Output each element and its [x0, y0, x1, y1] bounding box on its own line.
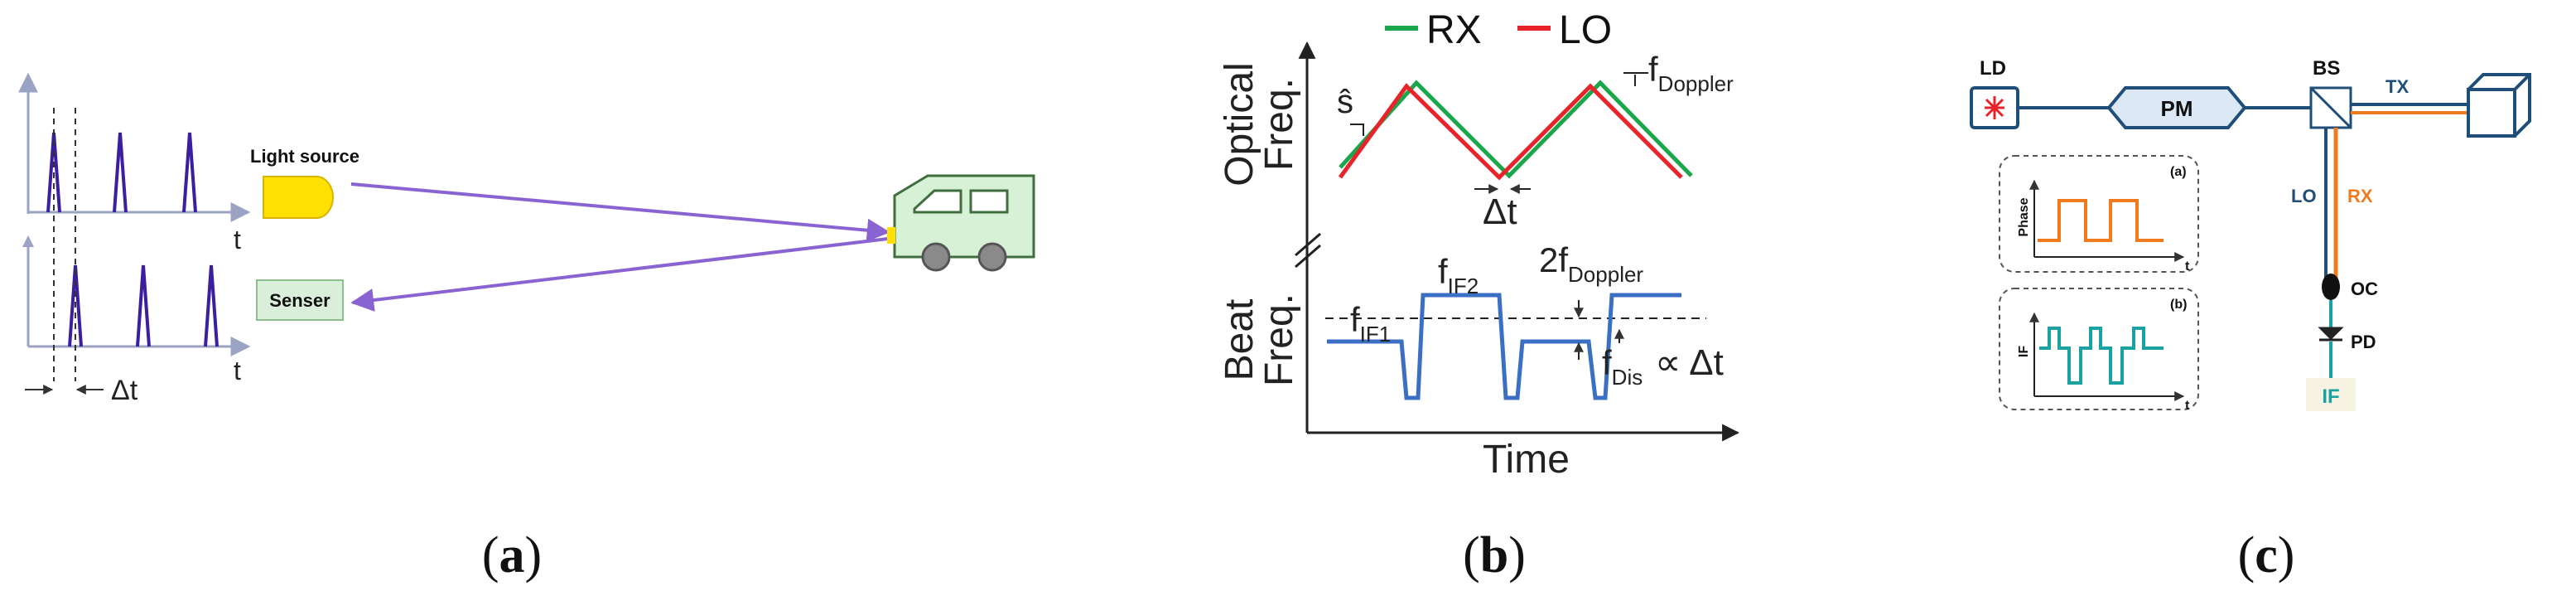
bs-label: BS — [2313, 57, 2340, 80]
pd-label: PD — [2351, 332, 2376, 352]
oc-label: OC — [2351, 279, 2378, 299]
ld-label: LD — [1980, 57, 2006, 80]
axis-break-2 — [1295, 244, 1321, 269]
if-waveform — [2039, 327, 2164, 385]
delta-t-label: Δt — [1483, 191, 1517, 232]
echo-3 — [204, 264, 219, 347]
legend-lo-label: LO — [1559, 8, 1612, 52]
senser-box — [256, 279, 344, 321]
rx-label: RX — [2347, 186, 2373, 206]
if-output-label: IF — [2322, 385, 2339, 408]
axis-t-bottom-label: t — [234, 356, 241, 385]
light-source-icon — [263, 176, 334, 219]
panel-c: LD PM BS TX LO RX — [1970, 57, 2531, 584]
inset-a-tag: (a) — [2170, 165, 2187, 179]
tx-label: TX — [2385, 76, 2409, 97]
target-cube-icon — [2467, 73, 2531, 138]
pulse-plot-transmitted: t — [18, 72, 251, 254]
echo-1 — [68, 264, 83, 347]
light-source-label: Light source — [250, 146, 359, 167]
proportional-delta-t: ∝ Δt — [1655, 342, 1724, 383]
delta-t-label: Δt — [111, 375, 138, 406]
f-doppler-label: fDoppler — [1648, 50, 1734, 96]
panel-b: RX LO Optical Freq. Beat Freq. Time ŝ fD… — [1218, 8, 1740, 584]
pulse-3 — [182, 132, 197, 213]
return-beam — [350, 237, 889, 312]
inset-if-plot: (b) IF t — [1999, 288, 2199, 413]
axis-break-1 — [1295, 232, 1321, 257]
car-icon — [887, 174, 1035, 272]
rx-chirp-line — [1339, 80, 1693, 179]
inset-b-ylabel: IF — [2017, 346, 2031, 357]
slope-marker — [1350, 124, 1364, 136]
echo-2 — [136, 264, 151, 347]
inset-a-ylabel: Phase — [2017, 197, 2031, 236]
pulse-2 — [113, 132, 128, 213]
senser-label: Senser — [269, 290, 330, 311]
inset-b-tag: (b) — [2170, 298, 2187, 312]
beam-splitter-diagonal — [2309, 86, 2352, 129]
y-upper-label-line1: Optical — [1218, 62, 1261, 186]
caption-b: (b) — [1463, 527, 1526, 584]
y-lower-label-line2: Freq. — [1257, 293, 1301, 386]
f-if2-label: fIF2 — [1438, 252, 1479, 298]
two-f-doppler-label: 2fDoppler — [1539, 240, 1643, 287]
pm-label: PM — [2161, 96, 2193, 121]
x-axis-label: Time — [1483, 438, 1570, 482]
inset-b-xlabel: t — [2185, 399, 2190, 413]
caption-a: (a) — [482, 527, 542, 584]
f-if1-label: fIF1 — [1350, 300, 1391, 346]
laser-star-icon — [1985, 96, 2004, 119]
panel-a: t t Δt Light source Senser — [18, 72, 1035, 584]
phase-waveform — [2038, 199, 2164, 242]
s-hat-label: ŝ — [1337, 84, 1353, 120]
legend-rx-label: RX — [1426, 8, 1482, 52]
if-output-box — [2306, 378, 2356, 411]
inset-a-xlabel: t — [2185, 259, 2190, 274]
caption-c: (c) — [2238, 527, 2295, 584]
optical-coupler-icon — [2322, 274, 2340, 300]
y-upper-label-line2: Freq. — [1257, 78, 1301, 171]
f-dis-label: fDis — [1602, 343, 1643, 390]
axis-t-top-label: t — [234, 225, 241, 254]
photodiode-icon — [2318, 327, 2344, 342]
pulse-plot-received: t — [22, 235, 251, 385]
y-lower-label-line1: Beat — [1218, 299, 1261, 381]
lo-label: LO — [2291, 186, 2317, 206]
outgoing-beam — [350, 182, 890, 242]
lo-chirp-line — [1338, 83, 1683, 181]
y-axis-bottom-arrow — [22, 235, 34, 247]
inset-phase-plot: (a) Phase t — [1999, 155, 2199, 274]
beat-frequency-line — [1327, 293, 1681, 400]
